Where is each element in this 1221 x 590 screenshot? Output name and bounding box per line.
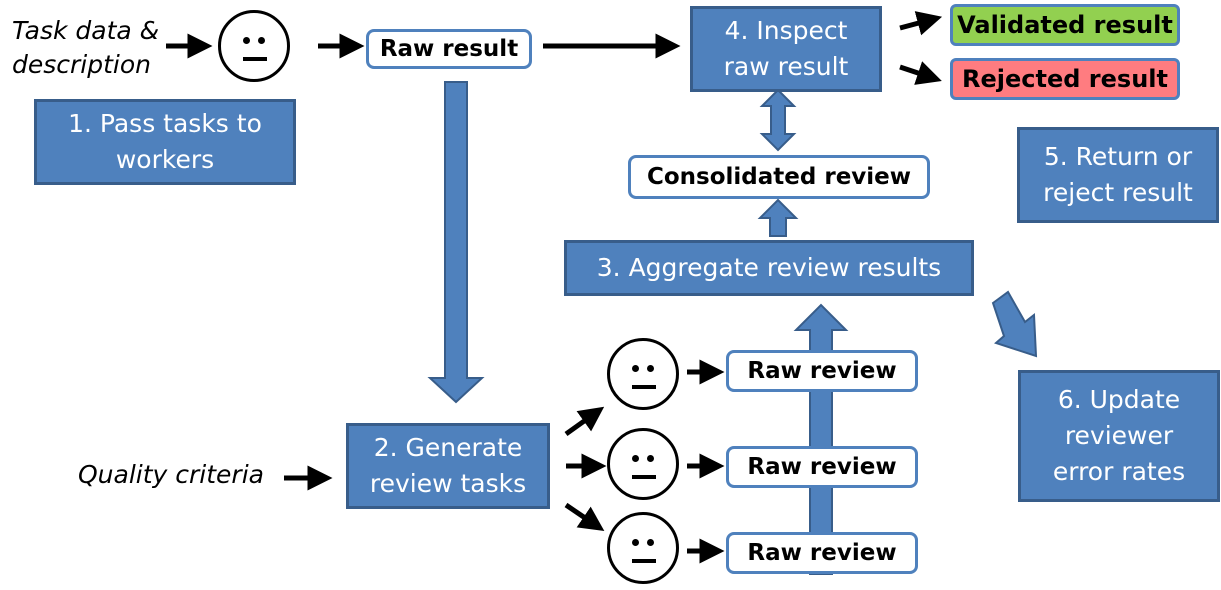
raw-result-box: Raw result xyxy=(366,29,532,69)
step-6-update-reviewer-error-rates: 6. Update reviewer error rates xyxy=(1018,370,1220,502)
arrow-generate-to-reviewer-1 xyxy=(564,406,605,437)
task-data-label: Task data & description xyxy=(12,16,160,79)
raw-review-box-3: Raw review xyxy=(726,532,918,574)
block-arrow-aggregate-to-consolidated xyxy=(757,198,799,237)
worker-face-icon xyxy=(218,10,290,82)
quality-criteria-label: Quality criteria xyxy=(78,460,264,489)
validated-result-box: Validated result xyxy=(950,4,1180,46)
arrow-generate-to-reviewer-3 xyxy=(564,502,605,532)
block-arrow-aggregate-to-update xyxy=(991,290,1038,358)
arrow-inspect-to-validated xyxy=(899,11,943,36)
step-1-pass-tasks: 1. Pass tasks to workers xyxy=(34,99,296,185)
arrow-inspect-to-rejected xyxy=(899,61,942,85)
step-5-return-or-reject: 5. Return or reject result xyxy=(1017,127,1219,223)
raw-review-box-2: Raw review xyxy=(726,446,918,488)
block-arrow-raw-result-down xyxy=(427,81,485,404)
reviewer-face-icon xyxy=(607,338,679,410)
step-3-aggregate-review-results: 3. Aggregate review results xyxy=(564,240,974,296)
step-2-generate-review-tasks: 2. Generate review tasks xyxy=(346,423,550,509)
reviewer-face-icon xyxy=(607,428,679,500)
step-4-inspect-raw-result: 4. Inspect raw result xyxy=(690,6,882,92)
raw-review-box-1: Raw review xyxy=(726,350,918,392)
consolidated-review-box: Consolidated review xyxy=(628,155,930,199)
reviewer-face-icon xyxy=(607,512,679,584)
block-arrow-consolidated-inspect-double xyxy=(759,88,797,152)
rejected-result-box: Rejected result xyxy=(950,58,1180,100)
